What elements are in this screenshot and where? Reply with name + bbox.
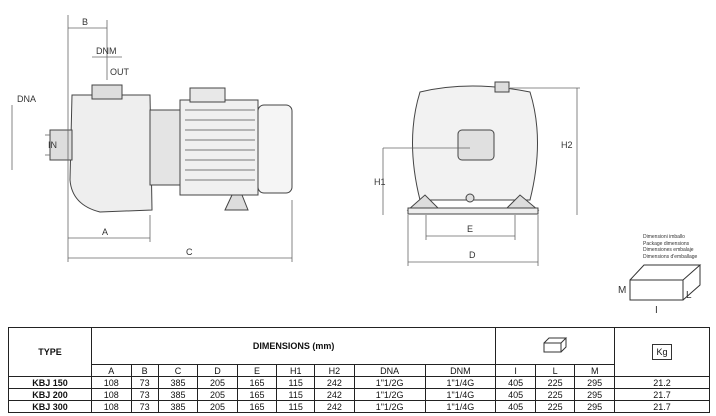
value-cell: 225: [534, 388, 576, 401]
value-cell: 108: [91, 388, 132, 401]
value-cell: 205: [197, 400, 238, 413]
value-cell: 405: [495, 400, 536, 413]
value-cell: 385: [157, 376, 199, 389]
dim-label-b: B: [82, 17, 89, 27]
value-cell: 1"1/4G: [424, 388, 497, 401]
column-header-dna: DNA: [353, 364, 426, 377]
type-cell: KBJ 200: [8, 388, 92, 401]
value-cell: 1"1/4G: [424, 376, 497, 389]
value-cell: 385: [157, 388, 199, 401]
column-header-l: L: [534, 364, 576, 377]
column-header-e: E: [236, 364, 278, 377]
value-cell: 205: [197, 388, 238, 401]
value-cell: 165: [236, 388, 278, 401]
value-cell: 385: [157, 400, 199, 413]
value-cell: 405: [495, 388, 536, 401]
value-cell: 115: [276, 388, 316, 401]
caption-line: Package dimensions: [643, 240, 690, 247]
value-cell: 295: [574, 388, 615, 401]
value-cell: 405: [495, 376, 536, 389]
dim-label-a: A: [102, 227, 109, 237]
package-header: [495, 327, 615, 365]
value-cell: 73: [130, 400, 159, 413]
weight-cell: 21.7: [614, 400, 710, 413]
value-cell: 225: [534, 376, 576, 389]
package-label-l: L: [686, 290, 692, 301]
package-box-icon: [629, 264, 702, 301]
dim-label-out: OUT: [110, 67, 129, 77]
value-cell: 295: [574, 400, 615, 413]
value-cell: 205: [197, 376, 238, 389]
value-cell: 73: [130, 388, 159, 401]
dim-label-dna: DNA: [17, 94, 37, 104]
value-cell: 165: [236, 376, 278, 389]
value-cell: 73: [130, 376, 159, 389]
value-cell: 1"1/4G: [424, 400, 497, 413]
weight-icon: Kg: [652, 344, 672, 360]
column-header-dnm: DNM: [424, 364, 497, 377]
value-cell: 295: [574, 376, 615, 389]
weight-header: Kg: [614, 327, 710, 377]
package-label-i: I: [655, 305, 658, 316]
value-cell: 108: [91, 376, 132, 389]
weight-cell: 21.7: [614, 388, 710, 401]
dim-label-in: IN: [48, 140, 57, 150]
package-label-m: M: [618, 285, 627, 296]
dim-label-e: E: [467, 224, 474, 234]
dim-label-c: C: [186, 247, 193, 257]
column-header-c: C: [157, 364, 199, 377]
package-box-icon: [543, 337, 568, 353]
value-cell: 1"1/2G: [353, 400, 426, 413]
package-dimensions-caption: Dimensioni imballo Package dimensions Di…: [643, 234, 697, 260]
value-cell: 108: [91, 400, 132, 413]
dim-label-dnm: DNM: [96, 46, 117, 56]
value-cell: 242: [314, 400, 355, 413]
dim-label-d: D: [469, 250, 476, 260]
value-cell: 242: [314, 388, 355, 401]
value-cell: 1"1/2G: [353, 388, 426, 401]
caption-line: Dimensions d'emballage: [643, 253, 698, 260]
column-header-a: A: [91, 364, 132, 377]
caption-line: Dimensiones embalaje: [643, 247, 694, 253]
column-header-h2: H2: [314, 364, 355, 377]
value-cell: 115: [276, 376, 316, 389]
dim-label-h1: H1: [374, 177, 386, 187]
column-header-i: I: [495, 364, 536, 377]
value-cell: 242: [314, 376, 355, 389]
column-header-b: B: [130, 364, 159, 377]
caption-line: Dimensioni imballo: [643, 234, 685, 240]
type-header: TYPE: [8, 327, 92, 377]
value-cell: 115: [276, 400, 316, 413]
value-cell: 165: [236, 400, 278, 413]
type-cell: KBJ 150: [8, 376, 92, 389]
column-header-h1: H1: [276, 364, 316, 377]
value-cell: 225: [534, 400, 576, 413]
pump-side-view: [11, 15, 702, 301]
type-cell: KBJ 300: [8, 400, 92, 413]
column-header-d: D: [197, 364, 238, 377]
dim-label-h2: H2: [561, 140, 573, 150]
value-cell: 1"1/2G: [353, 376, 426, 389]
dimensions-header: DIMENSIONS (mm): [90, 327, 497, 365]
weight-cell: 21.2: [614, 376, 710, 389]
column-header-m: M: [574, 364, 615, 377]
